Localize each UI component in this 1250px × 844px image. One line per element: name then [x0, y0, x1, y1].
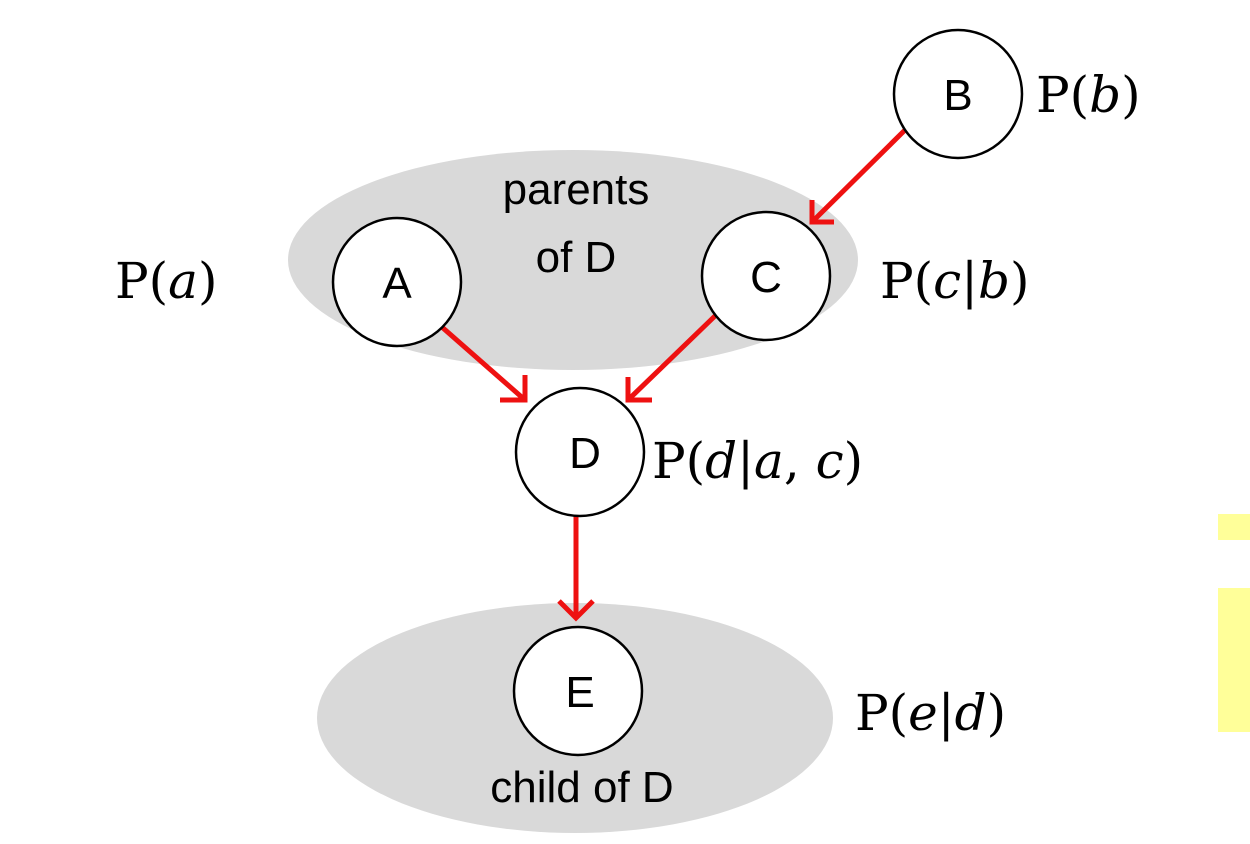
edge-b-to-c — [810, 128, 907, 224]
prob-b-label: P(b) — [1036, 66, 1141, 124]
prob-c-label: P(c|b) — [880, 252, 1030, 310]
prob-d-label: P(d|a, c) — [652, 432, 863, 490]
node-b-label: B — [943, 71, 972, 120]
highlight-mark-top — [1218, 514, 1250, 540]
node-d: D — [514, 386, 646, 518]
node-b: B — [892, 28, 1024, 160]
node-c: C — [700, 210, 832, 342]
node-c-label: C — [750, 253, 782, 302]
edge-b-to-c-arrowhead — [809, 200, 834, 225]
node-a-label: A — [382, 259, 412, 308]
edge-a-to-d — [433, 319, 527, 402]
parents-group-label-line2: of D — [536, 233, 617, 282]
node-a: A — [331, 216, 463, 348]
node-a-circle — [331, 216, 463, 348]
parents-group-label-line1: parents — [503, 165, 650, 214]
edge-d-to-e-arrowhead — [557, 599, 595, 622]
node-d-circle — [514, 386, 646, 518]
edge-c-to-d — [626, 313, 718, 402]
node-c-circle — [700, 210, 832, 342]
highlight-mark-bottom — [1218, 588, 1250, 732]
child-group-label: child of D — [490, 763, 673, 812]
node-e: E — [512, 625, 644, 757]
prob-a-label: P(a) — [115, 252, 217, 310]
node-e-circle — [512, 625, 644, 757]
edge-c-to-d-arrowhead — [625, 377, 652, 403]
node-b-circle — [892, 28, 1024, 160]
node-d-label: D — [569, 429, 601, 478]
edges — [433, 128, 907, 622]
prob-e-label: P(e|d) — [855, 684, 1006, 742]
edge-a-to-d-arrowhead — [500, 375, 528, 403]
node-e-label: E — [565, 668, 594, 717]
